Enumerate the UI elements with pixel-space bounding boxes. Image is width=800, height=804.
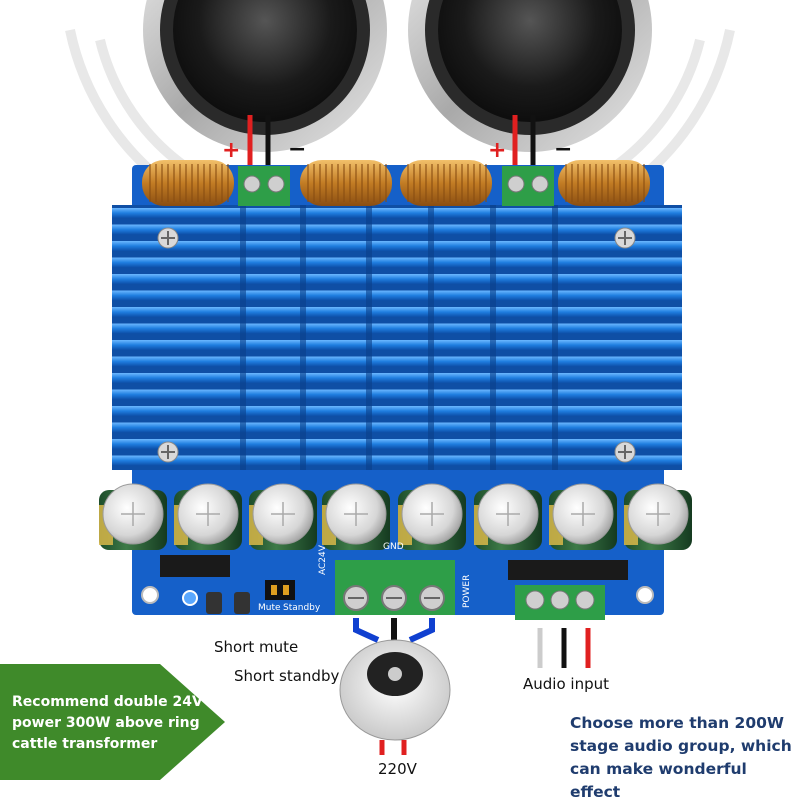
speaker-right-icon	[408, 0, 652, 152]
silk-mute: Mute	[258, 603, 281, 613]
heatsink-fin	[112, 406, 682, 416]
audio-input-wires	[537, 628, 591, 668]
tagline-text: Choose more than 200W stage audio group,…	[570, 714, 792, 801]
short-standby-label: Short standby	[234, 667, 340, 685]
capacitors	[99, 483, 692, 550]
heatsink-fin	[112, 290, 682, 301]
electrolytic-capacitor	[398, 483, 466, 550]
small-capacitors	[206, 592, 250, 614]
electrolytic-capacitor	[549, 483, 617, 550]
heatsink-fin	[112, 356, 682, 367]
heatsink-fin	[112, 224, 682, 235]
silk-power: POWER	[462, 574, 472, 608]
audio-input-terminal	[515, 585, 605, 620]
mains-voltage-label: 220V	[378, 760, 417, 778]
heatsink-fin	[112, 455, 682, 466]
heatsink-fin	[112, 274, 682, 284]
heatsink-fin	[112, 422, 682, 433]
power-terminal-block	[335, 560, 455, 615]
heatsink-fin	[112, 241, 682, 251]
short-mute-label: Short mute	[214, 638, 299, 656]
heatsink-screws	[157, 227, 636, 463]
toroidal-transformer-icon	[339, 639, 451, 741]
left-speaker-minus-label: −	[288, 137, 307, 162]
silk-ac24v: AC24V	[318, 545, 328, 575]
electrolytic-capacitor	[322, 483, 390, 550]
electrolytic-capacitor	[249, 483, 317, 550]
heatsink-fin	[112, 389, 682, 400]
electrolytic-capacitor	[624, 483, 692, 550]
electrolytic-capacitor	[174, 483, 242, 550]
regulator-pad-right	[508, 560, 628, 580]
speaker-left-icon	[143, 0, 387, 152]
heatsink-fin	[112, 323, 682, 334]
electrolytic-capacitor	[474, 483, 542, 550]
banner-text: Recommend double 24V power 300W above ri…	[12, 694, 203, 752]
right-speaker-minus-label: −	[554, 137, 573, 162]
heatsink-fin	[112, 257, 682, 268]
recommendation-banner: Recommend double 24V power 300W above ri…	[0, 664, 225, 780]
silk-gnd: GND	[383, 542, 404, 552]
regulator-pad-left	[160, 555, 230, 577]
transformer-wires	[353, 618, 435, 643]
mute-standby-header	[265, 580, 295, 600]
heatsink-fin	[112, 373, 682, 383]
heatsink-fin	[112, 307, 682, 317]
inductor-coils	[142, 160, 650, 206]
power-led	[182, 590, 198, 606]
audio-input-label: Audio input	[523, 675, 609, 693]
left-speaker-plus-label: +	[222, 138, 241, 163]
heatsink-fin	[112, 340, 682, 350]
mains-wires	[379, 740, 407, 755]
mounting-holes	[141, 586, 654, 604]
heatsink	[112, 205, 682, 470]
electrolytic-capacitor	[99, 483, 167, 550]
heatsink-fin	[112, 439, 682, 449]
silk-standby: Standby	[283, 603, 321, 613]
heatsink-fin	[112, 208, 682, 218]
speaker-terminal-blocks	[238, 166, 554, 206]
banner-arrow-shape	[0, 664, 225, 780]
right-speaker-plus-label: +	[488, 138, 507, 163]
